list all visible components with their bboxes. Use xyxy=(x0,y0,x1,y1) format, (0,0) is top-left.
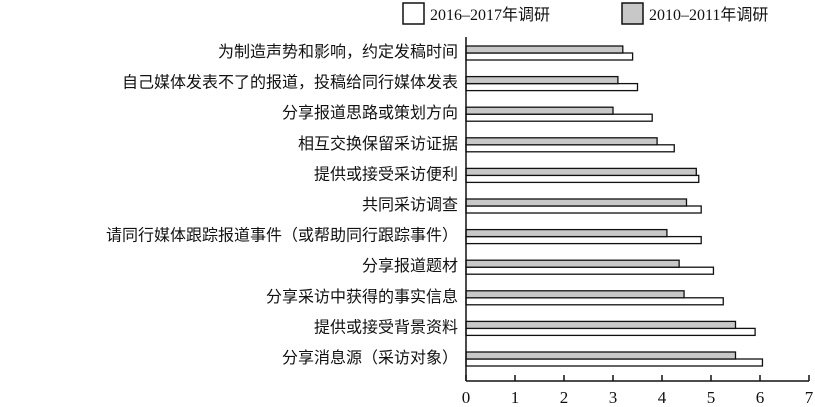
bar-series-1 xyxy=(465,167,697,177)
bar-series-1 xyxy=(465,259,680,268)
bar-series-0 xyxy=(465,144,675,153)
x-tick-label: 4 xyxy=(658,388,667,407)
bar-series-0 xyxy=(465,205,702,214)
category-label: 为制造声势和影响，约定发稿时间 xyxy=(218,42,458,61)
x-tick-label: 5 xyxy=(707,388,716,407)
bar-series-1 xyxy=(465,351,737,360)
bar-series-1 xyxy=(465,228,668,238)
bar-series-0 xyxy=(465,52,634,61)
bar-series-0 xyxy=(465,82,639,92)
x-tick-label: 6 xyxy=(756,388,765,407)
bar-series-1 xyxy=(465,290,685,299)
bar-series-0 xyxy=(465,297,724,306)
category-label: 分享报道思路或策划方向 xyxy=(282,103,458,122)
category-label: 自己媒体发表不了的报道，投稿给同行媒体发表 xyxy=(122,73,458,92)
bar-series-0 xyxy=(465,113,653,122)
bar-series-1 xyxy=(465,320,737,330)
legend: 2016–2017年调研 2010–2011年调研 xyxy=(402,2,768,25)
category-label: 分享消息源（采访对象） xyxy=(282,348,458,367)
legend-swatch-2016-2017 xyxy=(402,2,425,25)
bar-series-0 xyxy=(465,358,764,367)
category-label: 提供或接受采访便利 xyxy=(314,164,458,183)
category-label: 提供或接受背景资料 xyxy=(314,317,458,336)
category-label: 共同采访调查 xyxy=(362,195,458,214)
x-tick-label: 7 xyxy=(805,388,814,407)
legend-label-2016-2017: 2016–2017年调研 xyxy=(430,6,550,24)
x-tick-label: 3 xyxy=(609,388,618,407)
category-label: 分享报道题材 xyxy=(362,256,458,275)
bar-series-0 xyxy=(465,174,700,184)
category-label: 分享采访中获得的事实信息 xyxy=(266,287,458,306)
bar-series-1 xyxy=(465,75,619,85)
legend-swatch-2010-2011 xyxy=(621,2,644,25)
bar-series-0 xyxy=(465,327,756,337)
category-label: 请同行媒体跟踪报道事件（或帮助同行跟踪事件） xyxy=(106,226,458,245)
bar-series-1 xyxy=(465,45,624,54)
bar-series-1 xyxy=(465,198,688,207)
x-tick-label: 0 xyxy=(462,388,471,407)
bar-series-0 xyxy=(465,235,702,245)
legend-label-2010-2011: 2010–2011年调研 xyxy=(649,6,768,24)
plot-area: 为制造声势和影响，约定发稿时间自己媒体发表不了的报道，投稿给同行媒体发表分享报道… xyxy=(106,42,814,407)
bar-series-0 xyxy=(465,266,715,275)
bar-series-1 xyxy=(465,106,614,115)
x-tick-label: 1 xyxy=(511,388,520,407)
bar-series-1 xyxy=(465,137,658,146)
x-tick-label: 2 xyxy=(560,388,569,407)
category-label: 相互交换保留采访证据 xyxy=(298,134,458,153)
